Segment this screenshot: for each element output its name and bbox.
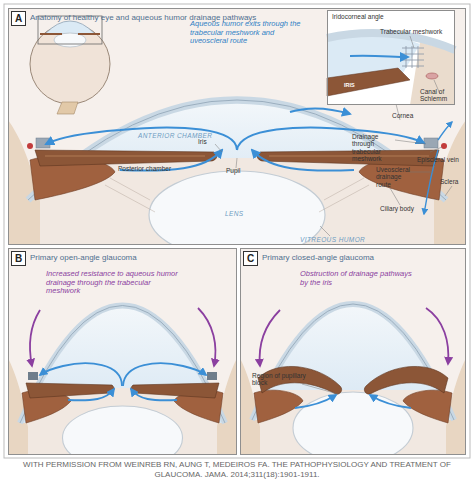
cornea-edge bbox=[20, 306, 225, 424]
part-label: Region of pupillary block bbox=[252, 372, 306, 387]
iris bbox=[35, 150, 217, 166]
obstruction-arrow bbox=[260, 310, 280, 366]
lens bbox=[54, 33, 86, 47]
cornea bbox=[327, 33, 455, 50]
flow-arrow bbox=[40, 363, 122, 386]
panel-title: Primary open-angle glaucoma bbox=[30, 253, 137, 262]
drainage-arrow bbox=[438, 122, 452, 140]
part-label: Ciliary body bbox=[380, 205, 430, 212]
eyeball bbox=[30, 24, 110, 104]
panel-letter: B bbox=[11, 251, 26, 266]
inset-background bbox=[327, 10, 455, 105]
iris bbox=[26, 383, 114, 398]
closed-angle-eye bbox=[240, 304, 466, 464]
resistance-arrow bbox=[30, 310, 40, 366]
pathology-note: Increased resistance to aqueous humor dr… bbox=[46, 270, 181, 296]
flow-arrow bbox=[68, 389, 114, 400]
part-label: IRIS bbox=[344, 82, 366, 88]
part-label: Posterior chamber bbox=[118, 165, 178, 172]
healthy-eye bbox=[8, 100, 466, 245]
trabecular-meshwork bbox=[424, 138, 438, 148]
lens bbox=[149, 171, 325, 245]
trabecular-meshwork bbox=[28, 372, 38, 380]
iris bbox=[40, 33, 100, 35]
resistance-arrow bbox=[198, 308, 215, 366]
flow-arrow bbox=[252, 150, 354, 171]
part-label: Canal of Schlemm bbox=[420, 88, 454, 103]
region-label: VITREOUS HUMOR bbox=[300, 236, 370, 243]
eye-section bbox=[240, 304, 466, 455]
part-label: Trabecular meshwork bbox=[380, 28, 450, 35]
episcleral-vein bbox=[27, 143, 33, 149]
panel-title: Primary closed-angle glaucoma bbox=[262, 253, 374, 262]
part-label: Drainage through trabecular meshwork bbox=[352, 133, 398, 163]
part-label: Episcleral vein bbox=[417, 156, 463, 163]
cornea bbox=[20, 306, 225, 424]
obstruction-arrow bbox=[426, 308, 448, 364]
iris-stripe bbox=[269, 156, 429, 157]
optic-nerve bbox=[57, 102, 78, 114]
small-eye bbox=[30, 16, 110, 114]
iris-stripe bbox=[45, 156, 205, 157]
angle-inset bbox=[327, 10, 455, 105]
open-angle-eye bbox=[8, 306, 237, 471]
pathology-note: Obstruction of drainage pathways by the … bbox=[300, 270, 420, 287]
leader-line bbox=[302, 384, 338, 394]
flow-arrow bbox=[131, 389, 177, 400]
inset-heading: Iridocorneal angle bbox=[332, 13, 384, 20]
cornea bbox=[45, 21, 95, 34]
part-label: Uveoscleral drainage route bbox=[376, 166, 412, 188]
bowed-iris bbox=[364, 366, 448, 394]
iris bbox=[327, 68, 410, 96]
flow-arrow bbox=[370, 395, 411, 408]
lens bbox=[63, 406, 183, 455]
part-label: Iris bbox=[198, 138, 218, 145]
flow-note: Aqueous humor exits through the trabecul… bbox=[190, 20, 308, 46]
canal-of-schlemm bbox=[426, 73, 438, 79]
lens bbox=[293, 392, 413, 455]
part-label: Pupil bbox=[226, 167, 256, 174]
flow-arrow bbox=[350, 56, 408, 57]
region-label: LENS bbox=[225, 210, 255, 217]
outer-frame bbox=[4, 4, 470, 458]
flow-arrow bbox=[237, 127, 424, 150]
leader-line bbox=[410, 36, 440, 94]
part-label: Cornea bbox=[392, 112, 432, 119]
zonules bbox=[105, 178, 369, 212]
eye-section bbox=[8, 306, 237, 456]
iris bbox=[131, 383, 219, 398]
iris bbox=[257, 150, 439, 166]
panel-letter: A bbox=[11, 11, 26, 26]
leader-line bbox=[215, 104, 452, 236]
flow-arrow bbox=[46, 127, 237, 150]
figure-panel: C Primary closed-angle glaucoma bbox=[240, 248, 466, 455]
flow-arrow bbox=[295, 395, 336, 408]
episcleral-vein bbox=[441, 143, 447, 149]
trabecular-meshwork bbox=[207, 372, 217, 380]
figure-caption: WITH PERMISSION FROM WEINREB RN, AUNG T,… bbox=[17, 460, 457, 481]
panel-letter: C bbox=[243, 251, 258, 266]
region-label: ANTERIOR CHAMBER bbox=[138, 132, 228, 139]
flow-arrow bbox=[290, 108, 350, 114]
part-label: Sclera bbox=[440, 178, 466, 185]
bowed-iris bbox=[258, 366, 342, 394]
flow-arrow bbox=[123, 363, 206, 386]
